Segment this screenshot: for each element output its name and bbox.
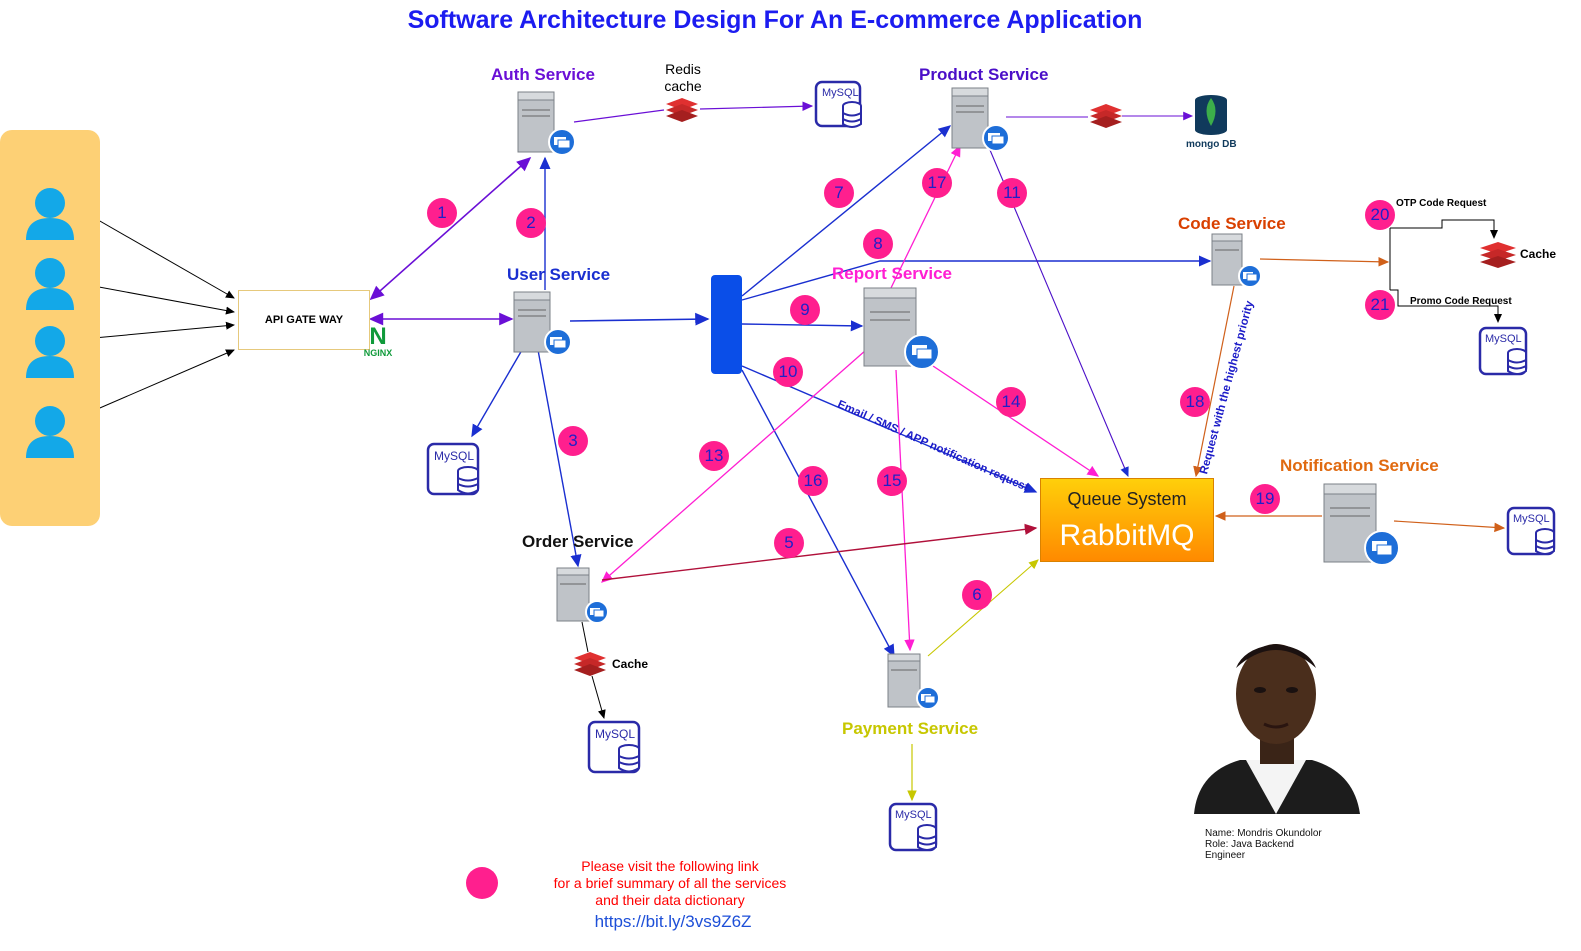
step-badge: 9 bbox=[790, 295, 820, 325]
step-badge: 19 bbox=[1250, 484, 1280, 514]
code-server-icon bbox=[1211, 233, 1262, 288]
notification-server-icon bbox=[1323, 483, 1400, 566]
svg-text:MySQL: MySQL bbox=[1485, 333, 1522, 345]
report-edges bbox=[601, 144, 1100, 652]
mysql-icon: MySQL bbox=[814, 80, 862, 128]
report-service-label: Report Service bbox=[832, 264, 952, 283]
redis-icon bbox=[1090, 104, 1122, 128]
edge-order-cache bbox=[581, 621, 589, 653]
step-badge: 15 bbox=[877, 466, 907, 496]
edge-user-mysql bbox=[471, 349, 523, 438]
report-server-icon bbox=[863, 287, 940, 370]
step-badge: 21 bbox=[1365, 290, 1395, 320]
page-title: Software Architecture Design For An E-co… bbox=[407, 6, 1143, 34]
edge-user-router bbox=[569, 312, 710, 326]
redis-icon bbox=[1480, 242, 1516, 268]
svg-text:MySQL: MySQL bbox=[595, 727, 635, 741]
user-icon bbox=[26, 188, 74, 240]
mongodb-label: mongo DB bbox=[1186, 139, 1237, 150]
step-badge: 17 bbox=[922, 168, 952, 198]
author-info: Name: Mondris Okundolor Role: Java Backe… bbox=[1205, 828, 1322, 861]
router-edges bbox=[741, 125, 1212, 658]
step-badge: 10 bbox=[773, 357, 803, 387]
edge-code-branch bbox=[1259, 256, 1390, 267]
api-gateway: API GATE WAY bbox=[238, 290, 370, 350]
step-badge: 1 bbox=[427, 198, 457, 228]
redis-icon bbox=[666, 98, 698, 122]
svg-text:MySQL: MySQL bbox=[895, 809, 932, 821]
step-badge: 11 bbox=[997, 178, 1027, 208]
payment-service-label: Payment Service bbox=[842, 719, 979, 738]
edge-user-order bbox=[537, 349, 582, 568]
otp-code-label: OTP Code Request bbox=[1396, 198, 1487, 209]
nginx-logo: N NGINX bbox=[363, 323, 393, 359]
legend-badge bbox=[466, 867, 498, 899]
order-cache-label: Cache bbox=[612, 657, 649, 671]
step-badge: 14 bbox=[996, 387, 1026, 417]
edge-order-queue bbox=[601, 523, 1038, 581]
code-service-label: Code Service bbox=[1178, 214, 1286, 233]
order-server-icon bbox=[556, 567, 609, 624]
user-icon bbox=[26, 326, 74, 378]
footer-note: Please visit the following link for a br… bbox=[553, 858, 787, 908]
queue-title: Queue System bbox=[1067, 489, 1187, 509]
product-server-icon bbox=[951, 87, 1010, 152]
svg-text:MySQL: MySQL bbox=[1513, 513, 1550, 525]
step-badge: 2 bbox=[516, 208, 546, 238]
step-badge: 3 bbox=[558, 426, 588, 456]
step-badge: 16 bbox=[798, 466, 828, 496]
edge-gateway-auth bbox=[369, 156, 532, 301]
auth-service-label: Auth Service bbox=[491, 65, 595, 84]
mysql-icon: MySQL bbox=[888, 802, 938, 852]
mysql-icon: MySQL bbox=[587, 720, 641, 774]
author-photo bbox=[1188, 632, 1364, 814]
step-badge: 6 bbox=[962, 580, 992, 610]
user-icon bbox=[26, 406, 74, 458]
user-icon bbox=[26, 258, 74, 310]
step-badge: 18 bbox=[1180, 387, 1210, 417]
rabbitmq-logo: RabbitMQ bbox=[1059, 519, 1195, 552]
edge-auth-redis bbox=[573, 109, 665, 123]
edge-redis-mysql bbox=[699, 101, 814, 112]
edge-cache-mysql bbox=[591, 675, 606, 719]
step-badge: 13 bbox=[699, 441, 729, 471]
step-badge: 20 bbox=[1365, 200, 1395, 230]
router-bar bbox=[711, 275, 742, 374]
svg-text:MySQL: MySQL bbox=[434, 449, 474, 463]
code-branch-lines bbox=[1389, 219, 1502, 323]
mongodb-icon bbox=[1195, 95, 1227, 135]
redis-cache-label: Redis cache bbox=[664, 61, 702, 94]
auth-server-icon bbox=[517, 91, 576, 156]
summary-link[interactable]: https://bit.ly/3vs9Z6Z bbox=[594, 912, 752, 931]
redis-icon bbox=[574, 652, 606, 676]
payment-server-icon bbox=[887, 653, 940, 710]
rabbitmq-queue: Queue System RabbitMQ bbox=[1040, 478, 1214, 562]
step-badge: 7 bbox=[824, 178, 854, 208]
user-server-icon bbox=[513, 291, 572, 356]
mysql-icon: MySQL bbox=[426, 442, 480, 496]
svg-text:MySQL: MySQL bbox=[822, 87, 859, 99]
notification-service-label: Notification Service bbox=[1280, 456, 1439, 475]
code-cache-label: Cache bbox=[1520, 247, 1557, 261]
edge-code-queue bbox=[1193, 285, 1235, 478]
edge-notification-mysql bbox=[1393, 520, 1506, 533]
step-badge: 8 bbox=[863, 229, 893, 259]
user-service-label: User Service bbox=[507, 265, 611, 284]
promo-code-label: Promo Code Request bbox=[1410, 296, 1512, 307]
order-service-label: Order Service bbox=[522, 532, 634, 551]
mysql-icon: MySQL bbox=[1478, 326, 1528, 376]
mysql-icon: MySQL bbox=[1506, 506, 1556, 556]
step-badge: 5 bbox=[774, 528, 804, 558]
product-service-label: Product Service bbox=[919, 65, 1049, 84]
